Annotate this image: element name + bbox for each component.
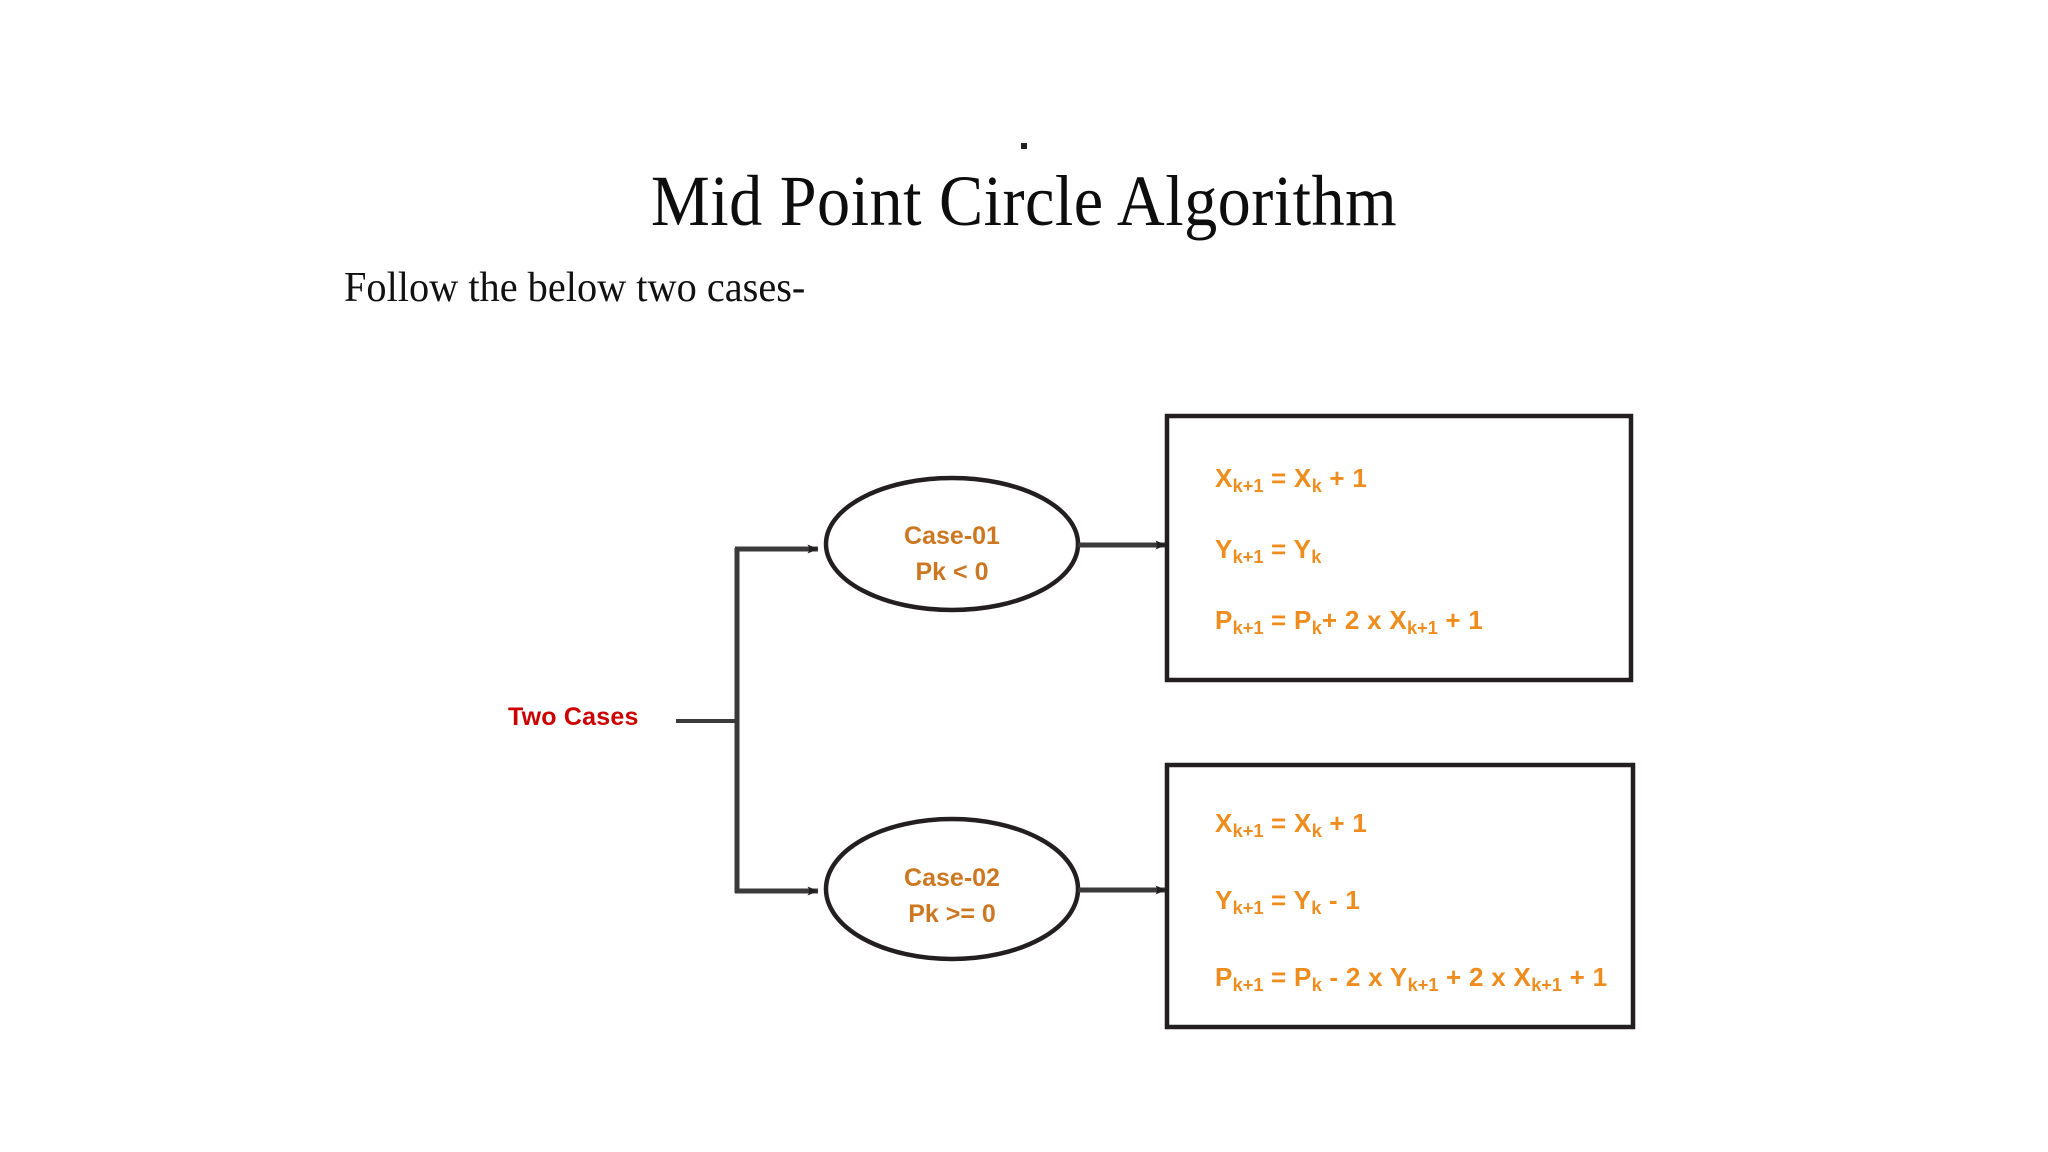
formula-list-case-02: Xk+1 = Xk + 1 Yk+1 = Yk - 1 Pk+1 = Pk - … (1215, 808, 1608, 996)
formula-line: Xk+1 = Xk + 1 (1215, 808, 1368, 842)
result-box-case-01[interactable] (1164, 413, 1634, 683)
formula-line: Xk+1 = Xk + 1 (1215, 463, 1368, 497)
node-label-case-02-line2: Pk >= 0 (908, 900, 996, 928)
root-node-label: Two Cases (508, 703, 639, 731)
node-label-case-02-line1: Case-02 (904, 864, 1000, 892)
stray-dot (1021, 143, 1027, 149)
page-title: Mid Point Circle Algorithm (650, 161, 1398, 241)
node-label-case-01-line1: Case-01 (904, 522, 1000, 550)
node-label-case-02: Case-02 Pk >= 0 (826, 860, 1078, 932)
subtitle-text: Follow the below two cases- (344, 265, 806, 311)
formula-line: Pk+1 = Pk - 2 x Yk+1 + 2 x Xk+1 + 1 (1215, 962, 1608, 996)
formula-line: Yk+1 = Yk (1215, 534, 1322, 568)
node-label-case-01-line2: Pk < 0 (915, 558, 989, 586)
node-label-case-01: Case-01 Pk < 0 (826, 518, 1078, 590)
formula-line: Pk+1 = Pk+ 2 x Xk+1 + 1 (1215, 605, 1484, 639)
formula-line: Yk+1 = Yk - 1 (1215, 885, 1361, 919)
result-box-case-02[interactable] (1164, 762, 1636, 1030)
formula-list-case-01: Xk+1 = Xk + 1 Yk+1 = Yk Pk+1 = Pk+ 2 x X… (1215, 463, 1484, 639)
